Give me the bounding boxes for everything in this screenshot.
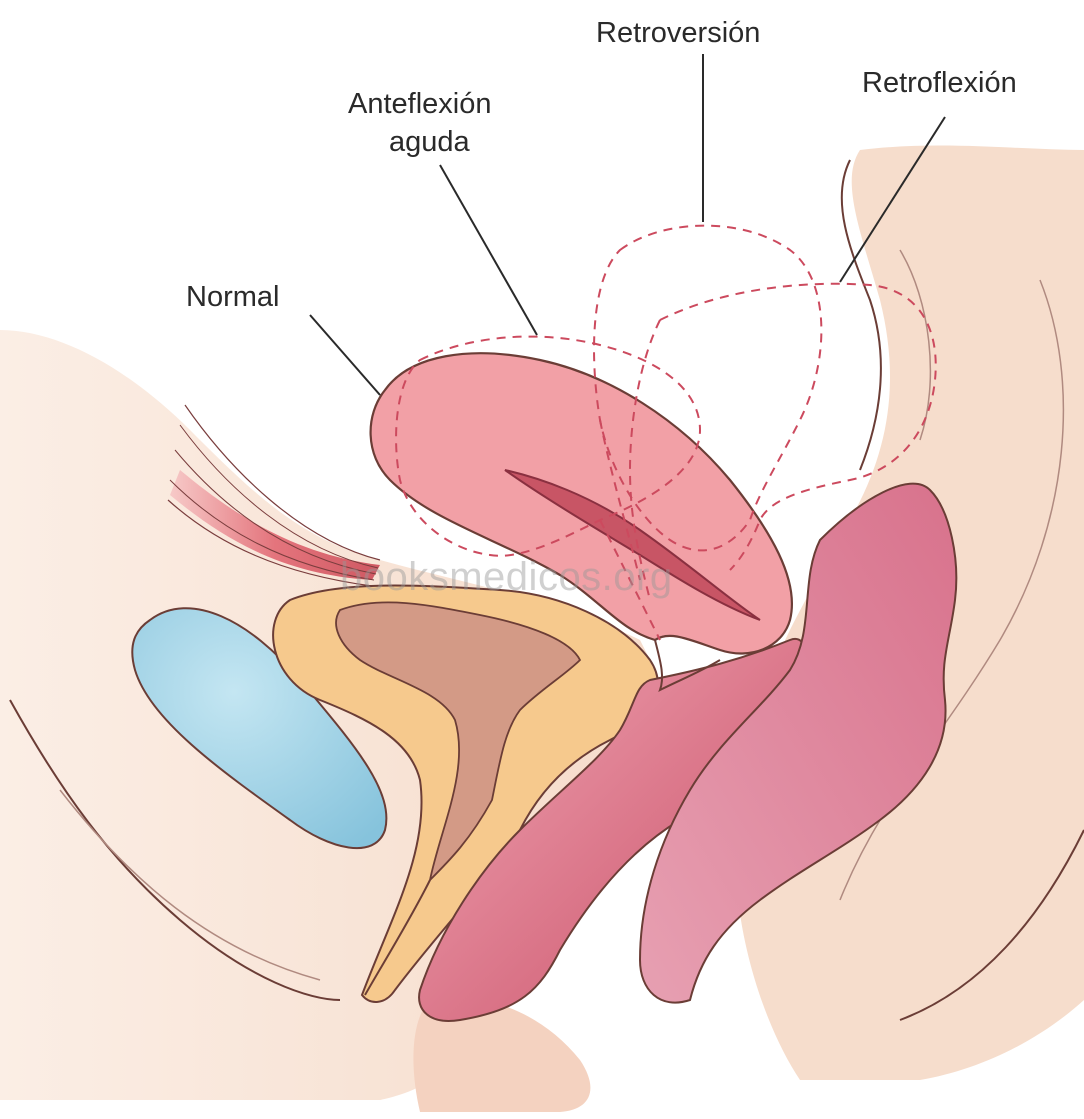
leader-anteflexion [440,165,537,335]
label-retroversion: Retroversión [596,16,760,50]
label-anteflexion-line2: aguda [389,125,470,159]
label-retroflexion: Retroflexión [862,66,1017,100]
watermark: booksmedicos.org [340,555,673,600]
label-normal: Normal [186,280,279,314]
label-anteflexion-line1: Anteflexión [348,87,492,121]
leader-normal [310,315,380,395]
